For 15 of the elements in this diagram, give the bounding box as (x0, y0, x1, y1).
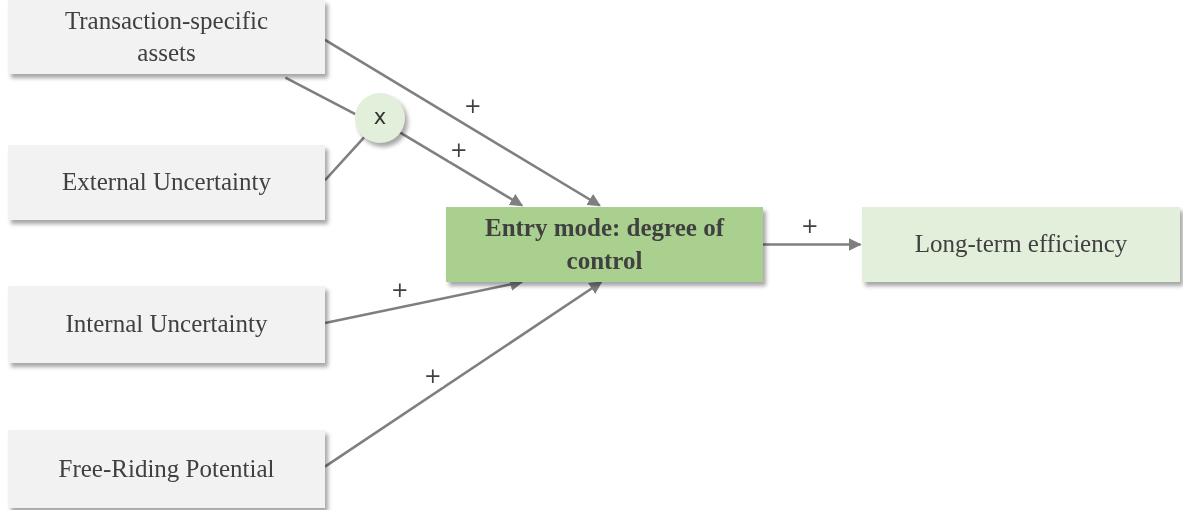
factor-box: Internal Uncertainty (8, 286, 325, 363)
edge-label: + (449, 140, 469, 161)
factor-box: Free-Riding Potential (8, 430, 325, 508)
connector-line (284, 76, 356, 116)
connector-line (324, 136, 366, 182)
process-box: Entry mode: degree of control (446, 207, 763, 282)
edge-label: + (423, 366, 443, 387)
arrow (763, 238, 862, 251)
factor-box: External Uncertainty (8, 145, 325, 220)
arrow (324, 280, 603, 468)
arrow (399, 131, 524, 207)
outcome-box: Long-term efficiency (862, 207, 1180, 282)
arrow (324, 38, 601, 207)
interaction-circle: x (355, 93, 405, 143)
factor-box: Transaction-specific assets (8, 0, 325, 74)
